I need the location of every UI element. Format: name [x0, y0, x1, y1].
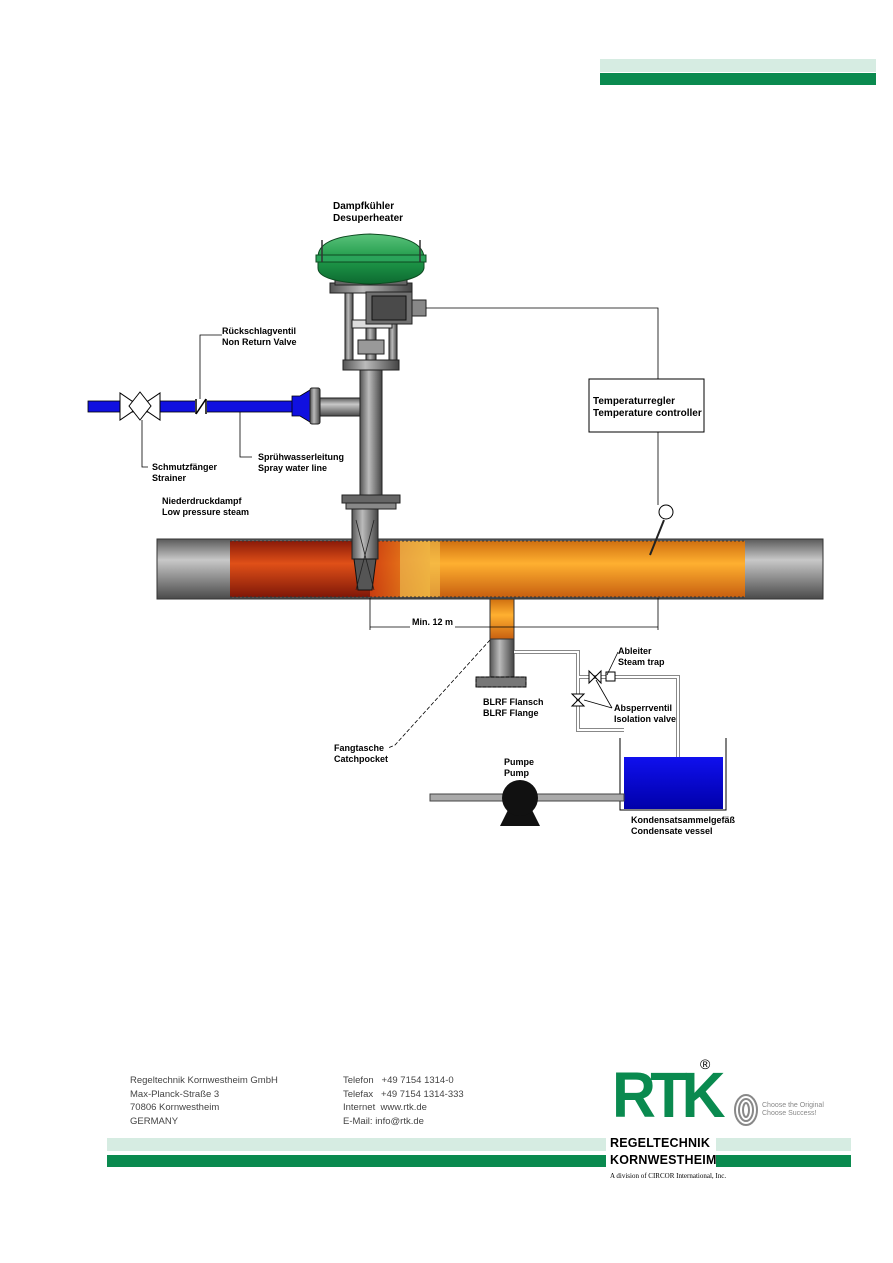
label-catchpocket: Fangtasche Catchpocket [334, 743, 388, 765]
label-non-return-valve-en: Non Return Valve [222, 337, 297, 347]
non-return-valve-icon [195, 398, 207, 415]
label-low-pressure-steam-de: Niederdruckdampf [162, 496, 242, 506]
contact-phone: Telefon +49 7154 1314-0 [343, 1075, 454, 1086]
slogan-emblem-icon [734, 1094, 758, 1126]
address-line: Regeltechnik Kornwestheim GmbH [130, 1075, 278, 1086]
label-temperature-controller: Temperaturregler Temperature controller [593, 396, 702, 420]
label-condensate-vessel-en: Condensate vessel [631, 826, 713, 836]
label-temperature-controller-en: Temperature controller [593, 408, 702, 419]
header-band-dark [600, 73, 876, 85]
label-pump: Pumpe Pump [504, 757, 534, 779]
label-isolation-valve-de: Absperrventil [614, 703, 673, 713]
label-isolation-valve-en: Isolation valve [614, 714, 677, 724]
footer-band-dark [107, 1155, 851, 1167]
slogan-line: Choose Success! [762, 1110, 817, 1117]
label-desuperheater-de: Dampfkühler [333, 201, 395, 212]
label-spray-water-line-en: Spray water line [258, 463, 328, 473]
address-line: 70806 Kornwestheim [130, 1102, 220, 1113]
footer-address: Regeltechnik Kornwestheim GmbH Max-Planc… [130, 1074, 278, 1128]
label-low-pressure-steam-en: Low pressure steam [162, 507, 250, 517]
label-steam-trap-de: Ableiter [618, 646, 652, 656]
catchpocket-drain [475, 598, 527, 688]
label-desuperheater-en: Desuperheater [333, 213, 404, 224]
address-line: GERMANY [130, 1115, 179, 1127]
strainer-icon [119, 391, 161, 421]
rtk-division: A division of CIRCOR International, Inc. [610, 1172, 727, 1180]
rtk-logo: RTK ® REGELTECHNIK KORNWESTHEIM A divisi… [606, 1056, 726, 1184]
vertical-spray-pipe [341, 364, 401, 591]
pump-icon [500, 780, 540, 826]
label-pump-de: Pumpe [504, 757, 535, 767]
signal-lines [426, 307, 659, 505]
actuator [315, 233, 427, 286]
label-non-return-valve: Rückschlagventil Non Return Valve [222, 326, 297, 348]
header-band-light [600, 59, 876, 72]
process-diagram [87, 233, 824, 826]
contact-email: E-Mail: info@rtk.de [343, 1115, 424, 1127]
label-condensate-vessel-de: Kondensatsammelgefäß [631, 815, 736, 825]
contact-web: Internet www.rtk.de [343, 1102, 427, 1113]
label-temperature-controller-de: Temperaturregler [593, 396, 676, 407]
rtk-company-line2: KORNWESTHEIM [610, 1153, 717, 1167]
rtk-company-line1: REGELTECHNIK [610, 1136, 711, 1150]
temperature-sensor-icon [649, 504, 674, 556]
label-strainer-de: Schmutzfänger [152, 462, 218, 472]
slogan: Choose the Original Choose Success! [762, 1102, 824, 1118]
label-blrf-flange: BLRF Flansch BLRF Flange [483, 697, 544, 719]
footer-contact: Telefon +49 7154 1314-0 Telefax +49 7154… [343, 1074, 464, 1128]
label-isolation-valve: Absperrventil Isolation valve [614, 703, 676, 725]
footer-band-light [107, 1138, 851, 1151]
isolation-valve-icon [570, 669, 602, 707]
label-steam-trap: Ableiter Steam trap [618, 646, 665, 668]
label-condensate-vessel: Kondensatsammelgefäß Condensate vessel [631, 815, 735, 837]
steam-trap-icon [605, 671, 616, 682]
condensate-vessel [619, 738, 727, 811]
spray-flange [309, 387, 363, 425]
label-blrf-flange-en: BLRF Flange [483, 708, 539, 718]
label-catchpocket-de: Fangtasche [334, 743, 385, 753]
label-low-pressure-steam: Niederdruckdampf Low pressure steam [162, 496, 249, 518]
label-steam-trap-en: Steam trap [618, 657, 665, 667]
rtk-registered: ® [700, 1056, 711, 1072]
label-pump-en: Pump [504, 768, 530, 778]
temperature-controller-box [588, 378, 705, 433]
label-desuperheater: Dampfkühler Desuperheater [333, 201, 403, 225]
main-steam-pipe [156, 538, 824, 600]
positioner [365, 291, 427, 325]
rtk-letters: RTK [612, 1059, 726, 1131]
label-non-return-valve-de: Rückschlagventil [222, 326, 297, 336]
label-strainer: Schmutzfänger Strainer [152, 462, 217, 484]
label-spray-water-line-de: Sprühwasserleitung [258, 452, 345, 462]
label-catchpocket-en: Catchpocket [334, 754, 389, 764]
label-distance: Min. 12 m [410, 617, 456, 628]
contact-fax: Telefax +49 7154 1314-333 [343, 1088, 464, 1100]
label-spray-water-line: Sprühwasserleitung Spray water line [258, 452, 344, 474]
spray-water-line [87, 389, 311, 423]
slogan-line: Choose the Original [762, 1102, 824, 1109]
address-line: Max-Planck-Straße 3 [130, 1088, 220, 1100]
label-strainer-en: Strainer [152, 473, 187, 483]
label-blrf-flange-de: BLRF Flansch [483, 697, 544, 707]
